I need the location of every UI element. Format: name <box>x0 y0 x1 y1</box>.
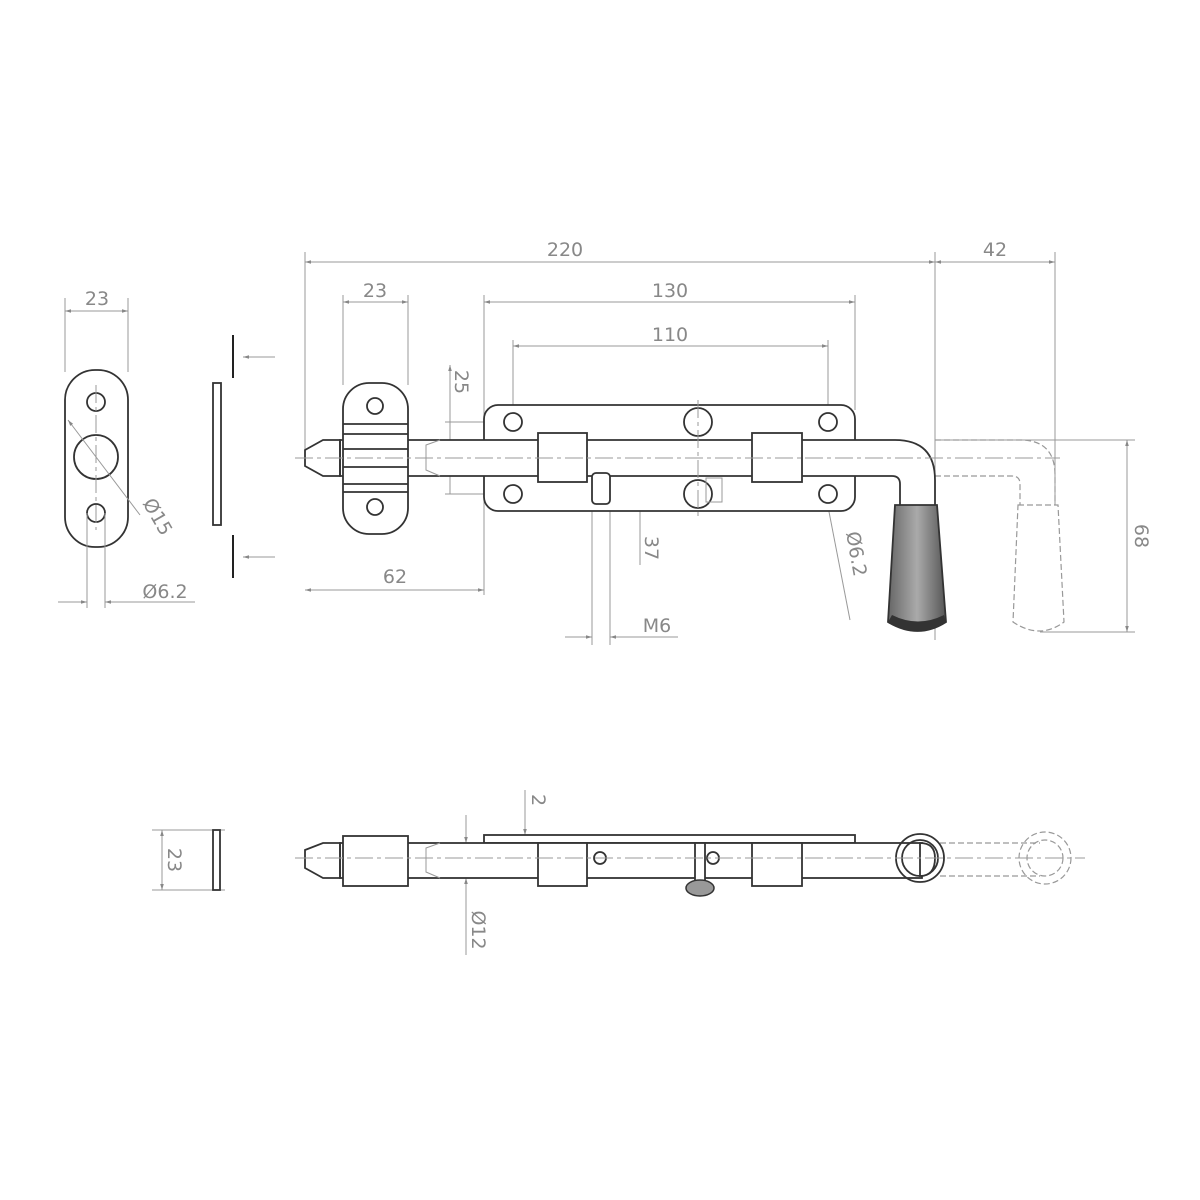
dim-end-plate-bore: Ø15 <box>138 495 177 540</box>
dim-end-plate-width: 23 <box>85 288 109 310</box>
dim-pin-thread: M6 <box>643 615 671 637</box>
dim-plate-thickness: 2 <box>527 794 549 806</box>
end-plate <box>64 369 129 548</box>
dim-keeper-width: 23 <box>363 280 387 302</box>
dim-plate-height: 37 <box>640 536 662 560</box>
dim-overall-length: 220 <box>547 239 583 261</box>
dim-keeper-offset: 62 <box>383 566 407 588</box>
dim-plate-length: 130 <box>652 280 688 302</box>
end-plate-view: 23 Ø15 Ø6.2 <box>58 288 275 608</box>
end-plate-side <box>212 382 222 526</box>
plate-edge <box>483 834 856 844</box>
top-view: 23 2 Ø12 <box>152 790 1085 955</box>
handle-grip <box>887 504 947 632</box>
dim-end-plate-hole: Ø6.2 <box>142 581 187 603</box>
dim-side-width: 23 <box>163 848 185 872</box>
dim-rod-diameter: Ø12 <box>467 910 489 949</box>
lock-pin <box>591 472 611 505</box>
ghost-handle-position <box>935 439 1056 505</box>
front-view: 220 42 23 130 110 25 37 62 M6 Ø6.2 68 <box>295 239 1152 645</box>
screw-head <box>685 879 715 897</box>
dim-handle-drop: 68 <box>1130 524 1152 548</box>
bolt-tip <box>304 439 341 477</box>
dim-plate-hole: Ø6.2 <box>841 530 871 578</box>
dim-hole-vertical-spacing: 25 <box>450 370 472 394</box>
dim-handle-offset: 42 <box>983 239 1007 261</box>
dim-hole-spacing: 110 <box>652 324 688 346</box>
